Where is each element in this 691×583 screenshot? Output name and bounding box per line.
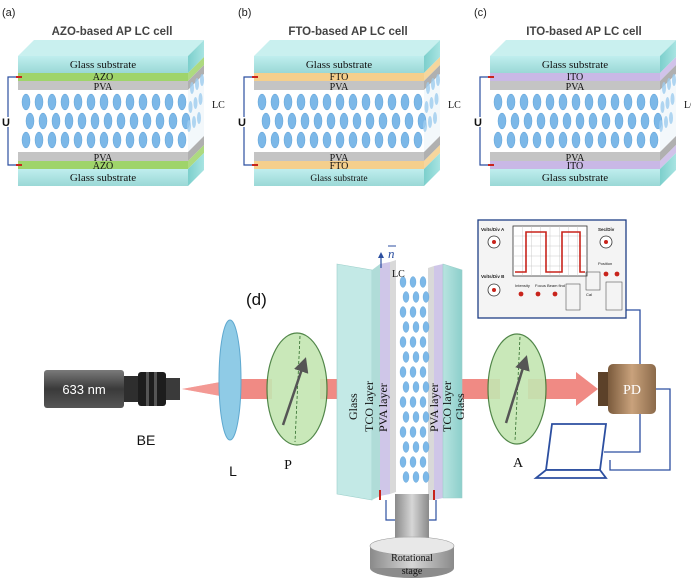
beam-expander: BE [124, 372, 180, 448]
scope-cal: Cal [586, 292, 592, 297]
glass-top-face [18, 40, 204, 56]
cables [604, 309, 671, 471]
lens: L [218, 319, 242, 479]
tco-top-label: ITO [567, 72, 583, 83]
glass-bottom-label: Glass substrate [70, 172, 136, 184]
pva-bottom-label: PVA [94, 153, 113, 164]
laser-label: 633 nm [62, 382, 105, 397]
glass-bottom-label: Glass substrate [542, 172, 608, 184]
layer-label-pva-right: PVA layer [427, 383, 441, 432]
pva-bottom-label: PVA [330, 153, 349, 164]
scope-beamfind: Beam find [547, 283, 565, 288]
glass-bottom [18, 169, 188, 186]
glass-top-face [254, 40, 440, 56]
glass-bottom [254, 169, 424, 186]
tco-layer-top [490, 73, 660, 81]
scope-position: Position [598, 261, 612, 266]
oscilloscope: Volts/Div A Volts/Div B Sec/Div Position… [477, 219, 627, 319]
lc-molecules [493, 74, 676, 149]
tco-top-label: AZO [93, 72, 114, 83]
lc-label: LC [448, 100, 461, 111]
lc-molecules [257, 74, 440, 149]
tco-top-label: FTO [330, 72, 349, 83]
panel-title: ITO-based AP LC cell [526, 26, 641, 38]
scope-intensity: Intensity [515, 283, 530, 288]
pva-top-label: PVA [94, 82, 113, 93]
lc-cell: U LC n Glass TCO layer PVA layer PVA lay… [336, 245, 467, 539]
lc-cell-lc: LC [392, 269, 405, 280]
beam-expander-label: BE [137, 432, 156, 448]
stage-label-line2: stage [402, 566, 423, 577]
photodetector-label: PD [623, 383, 641, 398]
rotational-stage: Rotational stage [369, 494, 455, 578]
laser-source: 633 nm [44, 370, 124, 408]
pva-layer-bottom [18, 152, 188, 161]
pva-layer-top [18, 81, 188, 90]
tco-bottom-label: AZO [93, 161, 114, 172]
stage-label-line1: Rotational [391, 553, 433, 564]
layer-label-glass-right: Glass [453, 393, 467, 420]
lc-label: LC [684, 100, 691, 111]
pva-layer-bottom [490, 152, 660, 161]
pva-top-label: PVA [566, 82, 585, 93]
glass-top-label: Glass substrate [70, 59, 136, 71]
pva-bottom-label: PVA [566, 153, 585, 164]
director-label: n [388, 246, 395, 261]
laptop-icon [533, 423, 608, 479]
voltage-label: U [238, 117, 246, 129]
glass-bottom-label: Glass substrate [310, 174, 367, 184]
panel-letter: (b) [238, 7, 251, 19]
analyzer-label: A [513, 456, 524, 471]
layer-label-pva-left: PVA layer [376, 383, 390, 432]
glass-top [490, 56, 660, 73]
panel-title: AZO-based AP LC cell [52, 26, 173, 38]
setup-letter: (d) [246, 290, 267, 309]
tco-bottom-label: ITO [567, 161, 583, 172]
photodetector: PD [598, 364, 656, 414]
scope-time: Sec/Div [598, 227, 615, 232]
layer-label-tco-left: TCO layer [362, 381, 376, 432]
lc-label: LC [212, 100, 225, 111]
tco-bottom-label: FTO [330, 161, 349, 172]
scope-ch-a: Volts/Div A [481, 227, 505, 232]
voltage-label: U [474, 117, 482, 129]
lens-label: L [229, 463, 237, 479]
panel-letter: (c) [474, 7, 487, 19]
glass-top-label: Glass substrate [542, 59, 608, 71]
oscilloscope-trace [515, 231, 585, 273]
tco-layer-top [18, 73, 188, 81]
voltage-label: U [2, 117, 10, 129]
pva-top-label: PVA [330, 82, 349, 93]
polarizer-label: P [284, 458, 292, 473]
pva-layer-top [490, 81, 660, 90]
lc-molecules [21, 74, 204, 149]
setup-diagram: (d) 633 nm BE L [44, 219, 671, 578]
tco-layer-bottom [18, 161, 188, 169]
glass-top-label: Glass substrate [306, 59, 372, 71]
panel-title: FTO-based AP LC cell [288, 26, 407, 38]
tco-layer-top [254, 73, 424, 81]
analyzer: A [487, 333, 547, 471]
pva-layer-bottom [254, 152, 424, 161]
glass-bottom [490, 169, 660, 186]
scope-focus: Focus [535, 283, 546, 288]
layer-label-tco-right: TCO layer [440, 381, 454, 432]
tco-layer-bottom [254, 161, 424, 169]
polarizer: P [266, 332, 328, 473]
glass-top-face [490, 40, 676, 56]
tco-layer-bottom [490, 161, 660, 169]
pva-layer-top [254, 81, 424, 90]
layer-label-glass-left: Glass [346, 393, 360, 420]
glass-top [18, 56, 188, 73]
glass-top [254, 56, 424, 73]
panel-letter: (a) [2, 7, 15, 19]
scope-ch-b: Volts/Div B [481, 274, 505, 279]
